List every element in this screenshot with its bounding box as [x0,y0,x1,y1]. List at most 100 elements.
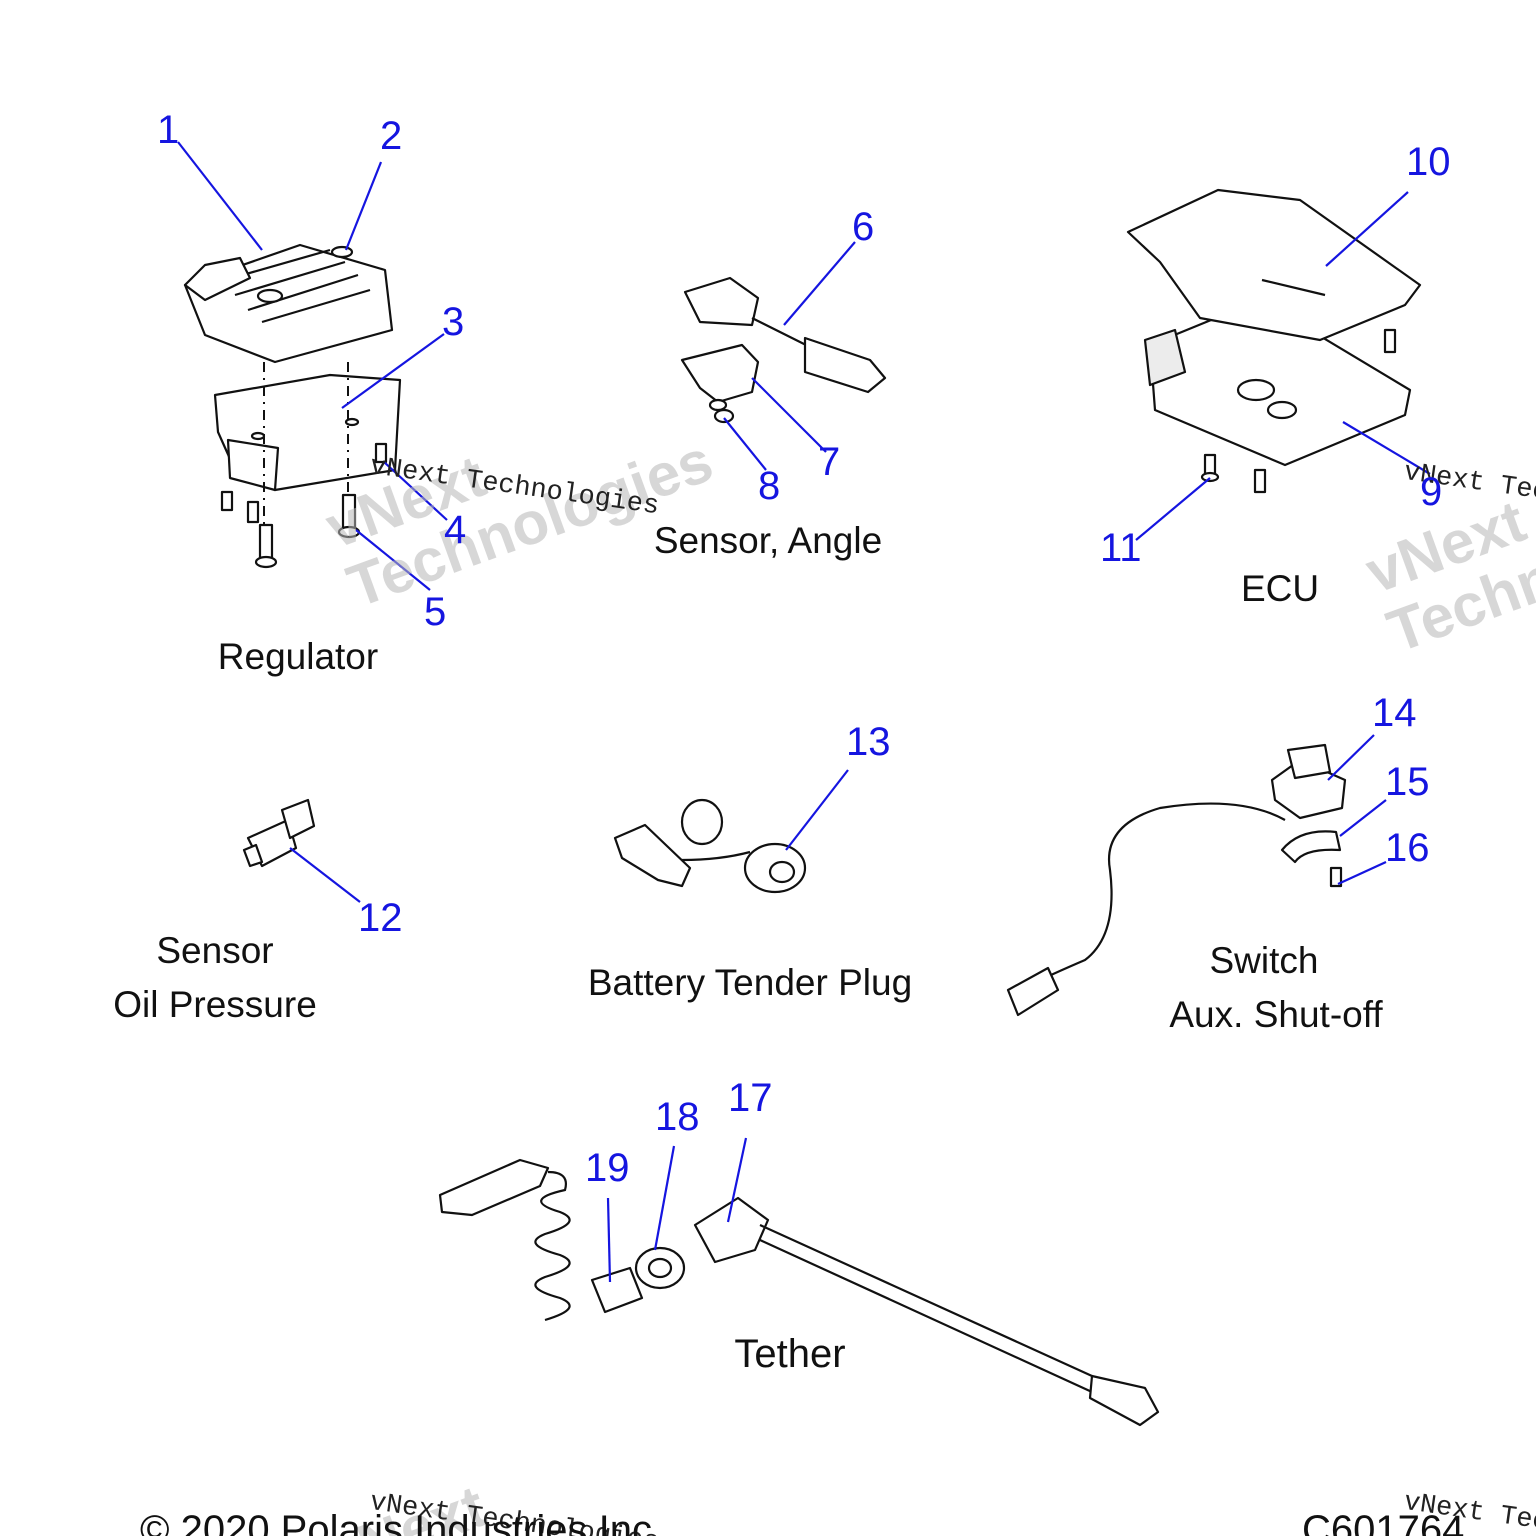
leader-16 [1337,861,1387,885]
callout-3: 3 [442,300,465,344]
callout-7: 7 [818,440,841,484]
oil-sensor-thread [242,843,264,868]
angle-sensor-wire [751,317,813,349]
ecu-cap [1236,378,1276,402]
copyright-notice: © 2020 Polaris Industries Inc. [140,1508,664,1536]
battery-tender-plug [613,798,807,894]
drawing-code: C601764 [1302,1508,1465,1536]
leader-13 [785,769,849,851]
ecu-cover-plate [1126,188,1422,342]
regulator-stud [330,245,354,259]
screw [374,442,388,464]
aux-shutoff-switch [1006,743,1347,1017]
leader-19 [606,1197,612,1283]
ecu-assembly [1126,188,1422,494]
callout-2: 2 [380,114,403,158]
switch-screw [1329,866,1343,888]
regulator-bracket-tab [226,438,280,492]
leader-7 [751,377,827,453]
tender-nut [768,860,796,884]
label-regulator: Regulator [217,636,379,677]
tether-coil [534,1170,571,1322]
callout-15: 15 [1385,760,1430,804]
angle-sensor-bracket [680,343,760,404]
ecu-cap [1266,400,1298,420]
leader-17 [726,1137,748,1223]
tether-cable [759,1223,1093,1394]
screw [246,500,260,524]
leader-5 [355,529,431,591]
washer [708,398,728,412]
regulator-stud [256,288,284,304]
label-sensor-angle: Sensor, Angle [653,520,883,561]
callout-19: 19 [585,1146,630,1190]
leader-6 [783,241,856,326]
leader-3 [341,333,445,409]
callout-18: 18 [655,1095,700,1139]
label-sensor-oil-pressure: Sensor Oil Pressure [113,930,317,1025]
leader-14 [1327,734,1375,781]
ecu-connector [1143,328,1187,387]
callout-4: 4 [444,508,467,552]
bolt-head [254,555,278,569]
oil-sensor-terminal [280,798,316,840]
ecu-cover-mark [1261,278,1326,297]
callout-6: 6 [852,205,875,249]
angle-sensor-body [683,276,760,327]
switch-wire [1029,802,1286,986]
callout-5: 5 [424,590,447,634]
label-ecu: ECU [1240,568,1320,609]
tender-cap [680,798,724,846]
label-aux-shutoff-switch: Switch Aux. Shut-off [1169,940,1383,1035]
tether-clip [438,1158,550,1217]
tether-assembly [438,1158,1160,1427]
tender-connector [613,823,692,888]
callout-16: 16 [1385,826,1430,870]
callout-14: 14 [1372,691,1417,735]
tether-key [590,1266,644,1314]
callout-8: 8 [758,464,781,508]
leader-2 [344,161,383,251]
bracket-hole [344,417,360,427]
leader-12 [289,847,361,903]
leader-18 [653,1145,676,1251]
regulator-connector [183,256,252,302]
callout-17: 17 [728,1076,773,1120]
leader-4 [383,461,448,521]
tender-wire [681,850,751,862]
bolt [258,523,274,562]
leader-9 [1342,421,1431,475]
tether-ring-inner [647,1257,673,1279]
regulator-assembly [183,243,402,569]
switch-connector [1006,966,1060,1017]
sensor-angle-assembly [680,276,887,424]
ecu-screw [1253,468,1267,494]
callout-11: 11 [1100,526,1142,570]
leader-10 [1325,191,1409,267]
switch-button [1286,743,1332,780]
oil-pressure-sensor [242,798,316,868]
callout-10: 10 [1406,140,1451,184]
angle-sensor-connector [803,336,887,394]
callout-13: 13 [846,720,891,764]
ecu-screw-head [1200,471,1220,483]
leader-lines [177,141,1431,1283]
callout-1: 1 [157,108,180,152]
leader-1 [177,141,263,251]
callout-12: 12 [358,896,403,940]
washer [713,408,735,424]
callout-9: 9 [1420,470,1443,514]
leader-8 [723,417,767,471]
regulator-fins [224,248,371,324]
tether-switch-housing [693,1196,770,1264]
tether-connector [1088,1374,1160,1427]
bracket-hole [250,431,266,441]
switch-clip [1280,830,1342,864]
leader-15 [1339,799,1387,837]
label-tether: Tether [734,1332,846,1376]
ecu-screw [1383,328,1397,354]
leader-11 [1135,477,1211,541]
label-battery-tender-plug: Battery Tender Plug [587,962,913,1003]
